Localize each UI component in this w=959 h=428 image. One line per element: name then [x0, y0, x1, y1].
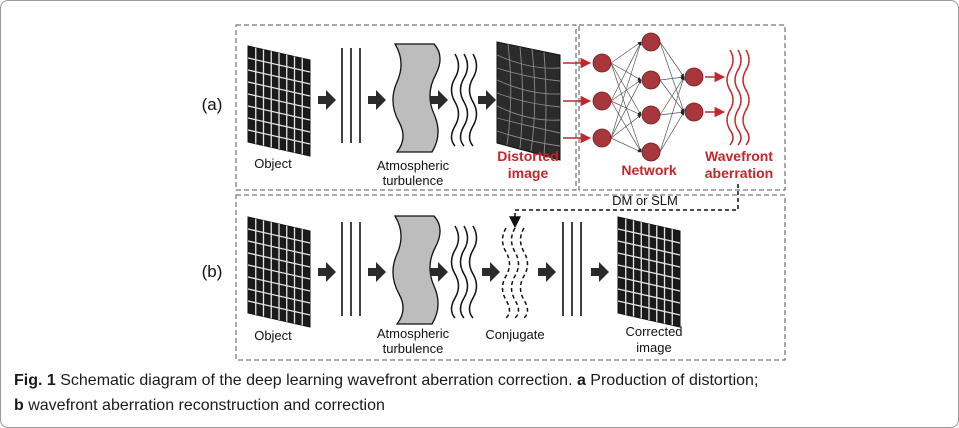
object-grid-b — [247, 216, 311, 328]
object-label-a: Object — [254, 156, 292, 171]
distorted-waves-b — [450, 225, 478, 319]
turbulence-slab-b — [392, 215, 441, 325]
network-edge — [610, 114, 642, 139]
wavefront-label-1: Wavefront — [705, 148, 773, 164]
network-node — [684, 102, 704, 122]
grid-line — [617, 276, 681, 292]
flow-arrow-b2 — [368, 262, 386, 282]
network-edge — [659, 76, 685, 116]
distorted-label-1: Distorted — [497, 148, 558, 164]
turbulence-label-b-2: turbulence — [383, 341, 444, 356]
turbulence-label-a-1: Atmospheric — [377, 158, 450, 173]
network-edge — [659, 75, 685, 81]
network-node — [592, 128, 612, 148]
network-node — [592, 53, 612, 73]
network-node — [641, 142, 661, 162]
distorted-image — [496, 41, 561, 161]
panel-a-box — [235, 24, 577, 191]
network-edge — [659, 41, 685, 113]
caption-a-text: Production of distortion; — [585, 372, 759, 389]
flow-arrow-b1 — [318, 262, 336, 282]
grid-line — [247, 117, 311, 133]
input-arrows — [563, 57, 592, 144]
panel-a-label: (a) — [202, 95, 223, 114]
object-grid-a — [247, 45, 311, 157]
device-label: DM or SLM — [612, 193, 678, 208]
network-edge — [610, 62, 642, 153]
grid-line — [247, 105, 311, 121]
network-edges — [610, 41, 685, 153]
flow-arrow-b5 — [538, 262, 556, 282]
network-node — [641, 70, 661, 90]
network-edge — [610, 137, 642, 153]
grid-line — [247, 93, 311, 109]
corrected-plane-waves — [562, 222, 582, 316]
conjugate-label: Conjugate — [485, 327, 544, 342]
panel-b-label: (b) — [202, 262, 223, 281]
network-edge — [659, 76, 685, 153]
flow-arrow-b6 — [591, 262, 609, 282]
caption-a-label: a — [576, 372, 586, 389]
distorted-label-2: image — [508, 165, 549, 181]
network-edge — [610, 79, 642, 139]
turbulence-label-a-2: turbulence — [383, 173, 444, 188]
corrected-image-grid — [617, 216, 681, 328]
flow-arrow-a4 — [478, 90, 496, 110]
caption-b-text: wavefront aberration reconstruction and … — [23, 397, 385, 414]
caption-fig-label: Fig. 1 — [14, 372, 56, 389]
caption-b-label: b — [14, 397, 24, 414]
wavefront-aberration-waves — [726, 49, 750, 146]
turbulence-slab-a — [392, 43, 441, 153]
caption-text: Schematic diagram of the deep learning w… — [55, 372, 577, 389]
plane-waves-b — [341, 222, 361, 316]
grid-line — [617, 264, 681, 280]
network-box — [578, 24, 786, 191]
wavefront-label-2: aberration — [705, 165, 773, 181]
object-label-b: Object — [254, 328, 292, 343]
network-edge — [659, 41, 685, 78]
grid-line — [247, 129, 311, 145]
grid-line — [247, 300, 311, 316]
turbulence-label-b-1: Atmospheric — [377, 326, 450, 341]
network-node — [592, 91, 612, 111]
distorted-waves-a — [450, 53, 478, 147]
network-node — [641, 105, 661, 125]
panel-b-box — [235, 194, 786, 361]
network-edge — [610, 100, 642, 116]
network-edge — [610, 41, 642, 102]
flow-arrow-b4 — [482, 262, 500, 282]
plane-waves-a — [341, 48, 361, 143]
flow-arrow-a3 — [430, 90, 448, 110]
corrected-label-2: image — [636, 340, 671, 355]
corrected-label-1: Corrected — [625, 324, 682, 339]
network-node — [684, 67, 704, 87]
network-node — [641, 32, 661, 52]
grid-line — [247, 276, 311, 292]
flow-arrow-b3 — [430, 262, 448, 282]
network-edge — [659, 111, 685, 153]
flow-arrow-a2 — [368, 90, 386, 110]
grid-line — [617, 300, 681, 316]
figure-caption: Fig. 1 Schematic diagram of the deep lea… — [14, 368, 944, 418]
output-arrows — [705, 71, 726, 118]
grid-line — [617, 288, 681, 304]
grid-line — [247, 288, 311, 304]
network-nodes — [592, 32, 704, 162]
network-edge — [610, 41, 642, 64]
conjugate-waves — [501, 227, 529, 319]
network-label: Network — [621, 162, 676, 178]
grid-line — [247, 264, 311, 280]
flow-arrow-a1 — [318, 90, 336, 110]
network-edge — [610, 41, 642, 139]
